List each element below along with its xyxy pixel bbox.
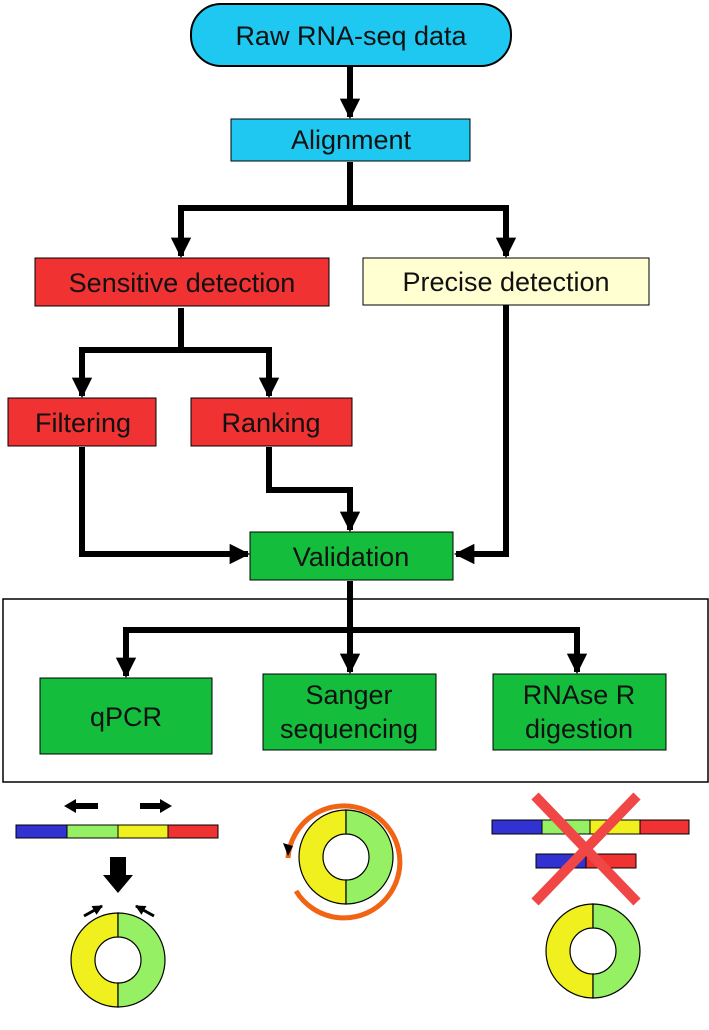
- primer-arc-right-icon: [135, 904, 155, 918]
- node-qpcr-label: qPCR: [90, 702, 162, 732]
- node-filtering-shape: [7, 397, 157, 447]
- qpcr-illustration-icon: [15, 799, 219, 1008]
- sanger-illustration-icon: [283, 803, 403, 921]
- node-sanger-label-line1: Sanger: [305, 680, 392, 710]
- node-raw-rna-seq-data: Raw RNA-seq data: [190, 3, 512, 67]
- primer-right-arrow-icon: [140, 799, 172, 813]
- node-alignment: Alignment: [230, 118, 471, 162]
- circular-rna-icon: [298, 809, 394, 905]
- primer-left-arrow-icon: [64, 799, 98, 813]
- edge-filtering-to-validation: [79, 447, 251, 565]
- edge-validation-to-qpcr: [115, 581, 353, 679]
- linear-segment-blue: [15, 824, 68, 839]
- linear-segment-red: [167, 824, 219, 839]
- edge-sensitive-to-ranking: [181, 347, 280, 399]
- node-precise-shape: [362, 257, 650, 306]
- node-precise-label: Precise detection: [402, 267, 609, 297]
- edge-precise-to-validation: [453, 305, 509, 565]
- ring-half-green: [117, 912, 166, 1008]
- node-raw-shape: [190, 3, 512, 67]
- ring-half-yellow: [545, 903, 594, 999]
- node-filtering-label: Filtering: [35, 408, 131, 438]
- edge-alignment-to-precise: [350, 205, 517, 259]
- linear-segment-green: [66, 824, 119, 839]
- edge-sensitive-to-filtering: [71, 308, 184, 399]
- node-qpcr: qPCR: [39, 677, 213, 755]
- node-sensitive-shape: [34, 257, 330, 307]
- node-validation-shape: [249, 531, 454, 581]
- node-validation: Validation: [249, 531, 454, 581]
- node-ranking-label: Ranking: [221, 408, 320, 438]
- primer-arc-left-icon: [83, 904, 103, 918]
- node-ranking-shape: [190, 397, 353, 447]
- transform-down-arrow-icon: [103, 857, 133, 893]
- node-sanger-label-line2: sequencing: [280, 714, 418, 744]
- node-rnase-r-digestion: RNAse R digestion: [492, 673, 667, 751]
- edges: [71, 66, 588, 679]
- ring-half-green: [345, 809, 394, 905]
- node-sensitive-detection: Sensitive detection: [34, 257, 330, 307]
- node-ranking: Ranking: [190, 397, 353, 447]
- node-alignment-label: Alignment: [291, 125, 412, 155]
- node-rnase-label-line2: digestion: [525, 714, 633, 744]
- node-sanger-sequencing: Sanger sequencing: [262, 673, 437, 751]
- sequencing-read-arrow-icon: [283, 843, 293, 856]
- node-validation-label: Validation: [293, 542, 410, 572]
- rnase-illustration-icon: [491, 792, 690, 999]
- ring-half-green: [592, 903, 641, 999]
- linear-segment-yellow: [117, 824, 169, 839]
- edge-validation-to-rnase: [350, 627, 588, 675]
- node-raw-label: Raw RNA-seq data: [235, 21, 467, 51]
- digestion-cross-icon: [531, 792, 641, 906]
- validation-methods-frame: [2, 598, 709, 783]
- circular-rna-icon: [70, 912, 166, 1008]
- edge-ranking-to-validation: [266, 447, 361, 533]
- edge-alignment-to-sensitive: [170, 162, 353, 259]
- ring-half-yellow: [298, 809, 347, 905]
- node-rnase-label-line1: RNAse R: [523, 680, 636, 710]
- node-filtering: Filtering: [7, 397, 157, 447]
- linear-segment-blue: [491, 819, 543, 835]
- node-precise-detection: Precise detection: [362, 257, 650, 306]
- linear-segment-red: [639, 819, 690, 835]
- circular-rna-icon: [545, 903, 641, 999]
- node-sensitive-label: Sensitive detection: [69, 268, 296, 298]
- node-rnase-shape: [492, 673, 667, 751]
- node-sanger-shape: [262, 673, 437, 751]
- node-alignment-shape: [230, 118, 471, 162]
- sequencing-read-arc-icon: [285, 803, 403, 921]
- node-qpcr-shape: [39, 677, 213, 755]
- ring-half-yellow: [70, 912, 119, 1008]
